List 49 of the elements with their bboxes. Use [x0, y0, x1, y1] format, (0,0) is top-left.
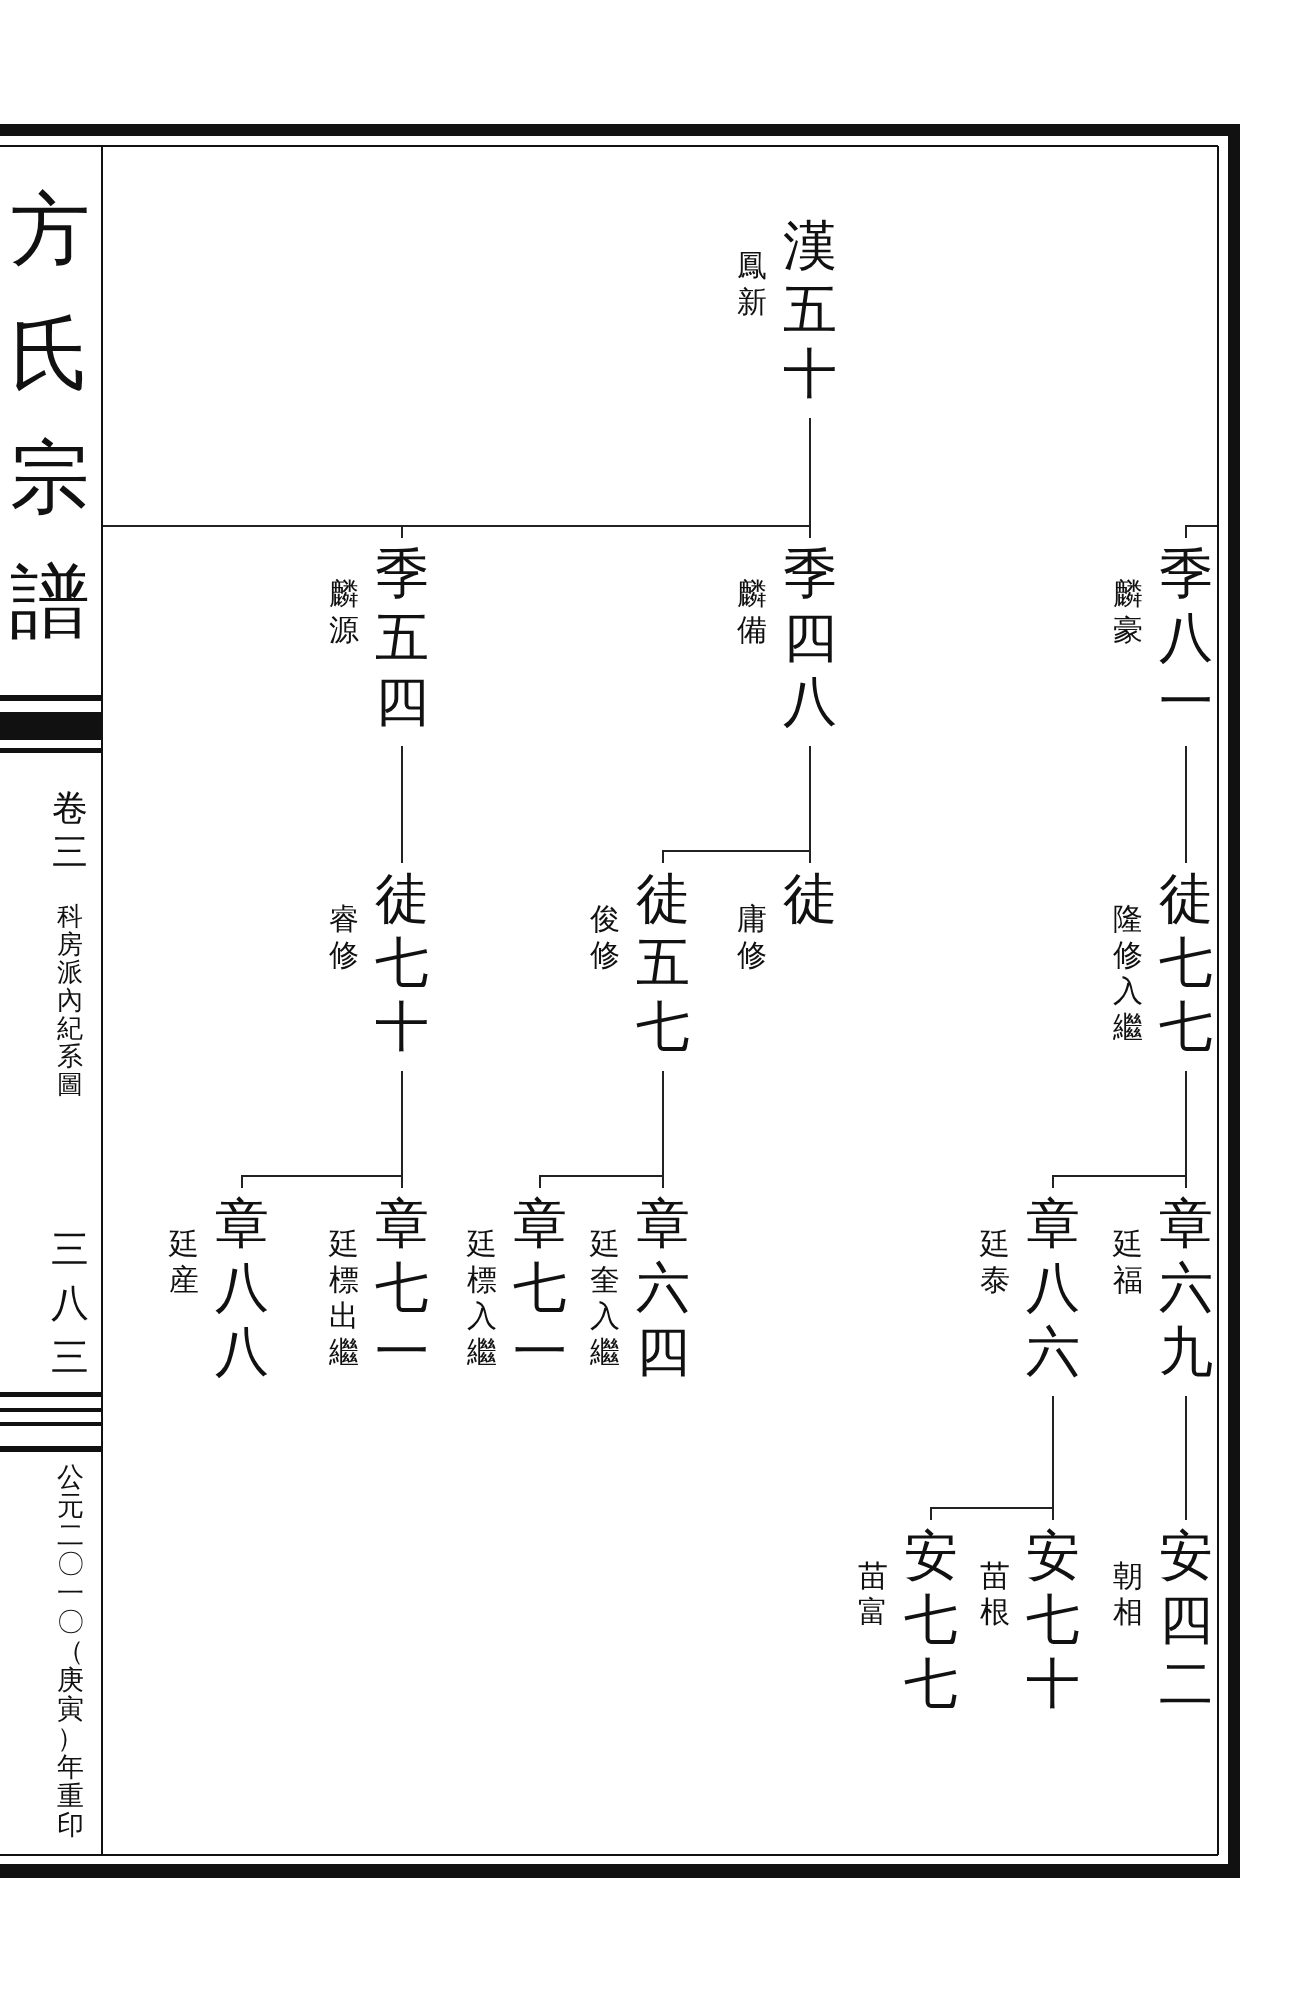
person-name: 徒五七 [634, 867, 692, 1059]
courtesy-name: 廷産 [168, 1226, 200, 1298]
courtesy-name: 鳳新 [736, 248, 768, 320]
courtesy-name: 苗富 [857, 1558, 889, 1630]
person-name: 季八一 [1157, 542, 1215, 734]
courtesy-name: 睿修 [328, 901, 360, 973]
person-name: 安四二 [1157, 1524, 1215, 1716]
lineage-line [1185, 745, 1187, 864]
person-name: 章七一 [373, 1192, 431, 1384]
courtesy-name: 廷標出繼 [328, 1226, 360, 1370]
courtesy-name: 廷奎入繼 [589, 1226, 621, 1370]
lineage-line [930, 1395, 1054, 1521]
lineage-line [102, 417, 811, 527]
person-name: 徒七十 [373, 867, 431, 1059]
lineage-line [401, 745, 403, 864]
lineage-line [1185, 525, 1218, 539]
lineage-line [241, 1070, 403, 1189]
lineage-line [539, 1070, 664, 1189]
person-name: 章六九 [1157, 1192, 1215, 1384]
reprint-note: 公元二〇一〇（庚寅）年重印 [55, 1462, 85, 1839]
courtesy-name: 隆修入繼 [1112, 901, 1144, 1045]
courtesy-name: 廷福 [1112, 1226, 1144, 1298]
courtesy-name: 麟備 [736, 576, 768, 648]
book-title: 方氏宗譜 [9, 182, 91, 650]
person-name: 漢五十 [781, 214, 839, 406]
lineage-line [1185, 1395, 1187, 1521]
section-title: 科房派內紀系圖 [56, 902, 84, 1098]
person-name: 安七十 [1024, 1524, 1082, 1716]
person-name: 章八六 [1024, 1192, 1082, 1384]
courtesy-name: 苗根 [979, 1558, 1011, 1630]
courtesy-name: 廷標入繼 [466, 1226, 498, 1370]
page-number: 三八三 [50, 1226, 90, 1381]
courtesy-name: 俊修 [589, 901, 621, 973]
courtesy-name: 朝相 [1112, 1558, 1144, 1630]
lineage-line [1052, 1070, 1187, 1189]
person-name: 章八八 [213, 1192, 271, 1384]
courtesy-name: 麟豪 [1112, 576, 1144, 648]
person-name: 季四八 [781, 542, 839, 734]
courtesy-name: 庸修 [736, 901, 768, 973]
person-name: 徒七七 [1157, 867, 1215, 1059]
person-name: 季五四 [373, 542, 431, 734]
lineage-line [662, 745, 811, 864]
volume-number: 卷三 [51, 786, 89, 874]
person-name: 章六四 [634, 1192, 692, 1384]
courtesy-name: 麟源 [328, 576, 360, 648]
person-name: 章七一 [511, 1192, 569, 1384]
courtesy-name: 廷泰 [979, 1226, 1011, 1298]
person-name: 安七七 [902, 1524, 960, 1716]
person-name: 徒 [781, 867, 839, 931]
